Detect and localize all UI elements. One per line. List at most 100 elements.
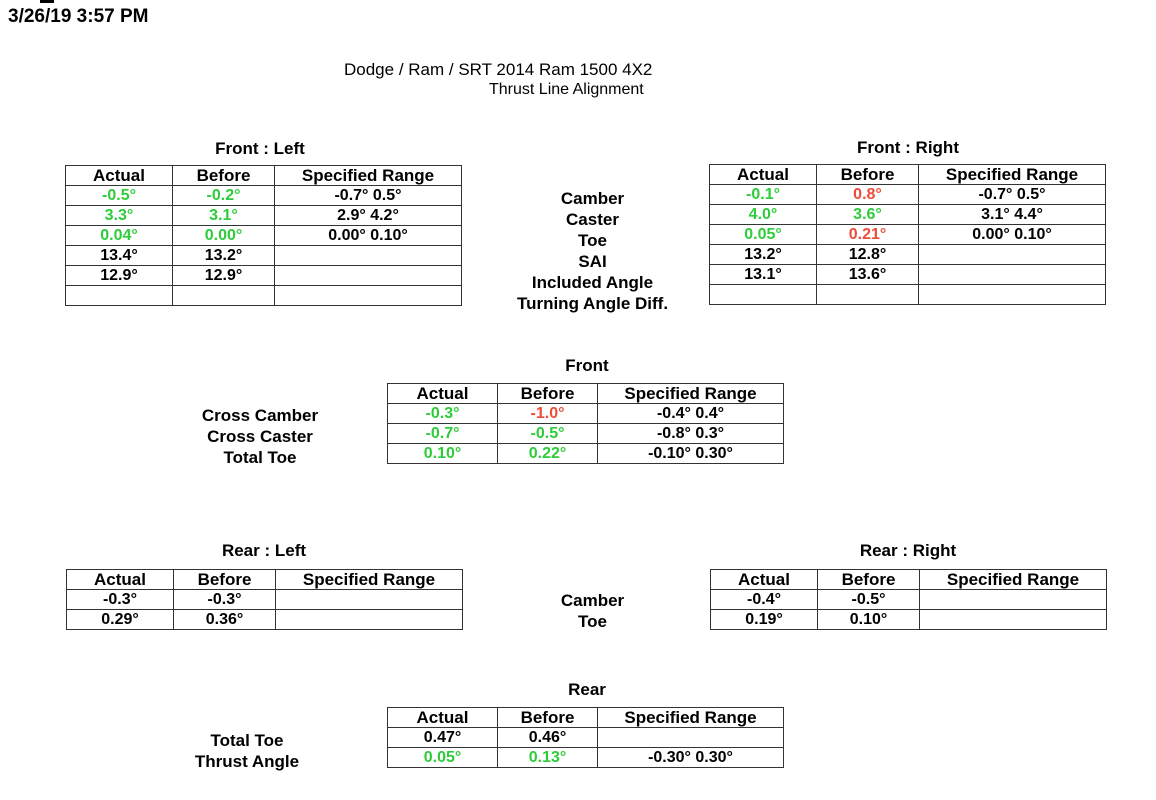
row-label-caster: Caster	[566, 210, 619, 229]
report-timestamp: 3/26/19 3:57 PM	[8, 6, 149, 27]
actual-cell: 0.04°	[65, 225, 173, 246]
row-label-total-toe: Total Toe	[223, 448, 297, 467]
table-row: 13.4°13.2°	[65, 245, 462, 266]
col-header-before: Before	[173, 569, 276, 590]
row-label-rear-camber: Camber	[560, 591, 625, 610]
table-row: 3.3°3.1°2.9° 4.2°	[65, 205, 462, 226]
before-cell: 0.00°	[172, 225, 275, 246]
col-header-before: Before	[817, 569, 920, 590]
spec-range-cell	[918, 244, 1106, 265]
rear-left-title: Rear : Left	[221, 541, 307, 560]
actual-cell: 0.05°	[709, 224, 817, 245]
spec-range-cell: 0.00° 0.10°	[274, 225, 462, 246]
spec-range-cell	[918, 284, 1106, 305]
before-cell: 13.2°	[172, 245, 275, 266]
before-cell: 0.13°	[497, 747, 598, 768]
row-label-turning-angle-diff: Turning Angle Diff.	[516, 294, 669, 313]
col-header-spec: Specified Range	[274, 165, 462, 186]
actual-cell: 0.47°	[387, 727, 498, 748]
actual-cell	[709, 284, 817, 305]
clipped-header-mark	[40, 0, 54, 3]
table-row: -0.3°-0.3°	[66, 589, 463, 610]
table-row: 0.04°0.00°0.00° 0.10°	[65, 225, 462, 246]
before-cell: 13.6°	[816, 264, 919, 285]
spec-range-cell	[919, 589, 1107, 610]
col-header-before: Before	[172, 165, 275, 186]
before-cell: 0.22°	[497, 443, 598, 464]
table-row: -0.7°-0.5°-0.8° 0.3°	[387, 423, 784, 444]
row-label-cross-caster: Cross Caster	[207, 427, 313, 446]
col-header-spec: Specified Range	[597, 707, 784, 728]
alignment-mode: Thrust Line Alignment	[489, 81, 644, 98]
col-header-actual: Actual	[709, 164, 817, 185]
row-label-thrust-angle: Thrust Angle	[194, 752, 300, 771]
table-row	[65, 285, 462, 306]
front-totals-title: Front	[565, 356, 609, 375]
spec-range-cell: -0.7° 0.5°	[918, 184, 1106, 205]
col-header-actual: Actual	[387, 383, 498, 404]
col-header-spec: Specified Range	[919, 569, 1107, 590]
table-row: 0.47°0.46°	[387, 727, 784, 748]
row-label-toe: Toe	[578, 231, 607, 250]
col-header-actual: Actual	[387, 707, 498, 728]
actual-cell: -0.1°	[709, 184, 817, 205]
row-label-included-angle: Included Angle	[531, 273, 654, 292]
before-cell: 0.21°	[816, 224, 919, 245]
before-cell: 0.46°	[497, 727, 598, 748]
spec-range-cell	[919, 609, 1107, 630]
table-row: 4.0°3.6°3.1° 4.4°	[709, 204, 1106, 225]
table-row: -0.5°-0.2°-0.7° 0.5°	[65, 185, 462, 206]
actual-cell	[65, 285, 173, 306]
table-row: 12.9°12.9°	[65, 265, 462, 286]
col-header-spec: Specified Range	[275, 569, 463, 590]
col-header-before: Before	[497, 383, 598, 404]
front-row-labels: Camber Caster Toe SAI Included Angle Tur…	[480, 188, 705, 314]
col-header-spec: Specified Range	[597, 383, 784, 404]
before-cell: 3.1°	[172, 205, 275, 226]
row-label-camber: Camber	[560, 189, 625, 208]
front-right-title: Front : Right	[857, 138, 959, 157]
actual-cell: 13.1°	[709, 264, 817, 285]
front-left-title: Front : Left	[215, 139, 305, 158]
spec-range-cell: 0.00° 0.10°	[918, 224, 1106, 245]
before-cell: 12.8°	[816, 244, 919, 265]
before-cell: 12.9°	[172, 265, 275, 286]
spec-range-cell	[918, 264, 1106, 285]
table-row: 0.29°0.36°	[66, 609, 463, 630]
col-header-before: Before	[497, 707, 598, 728]
spec-range-cell	[275, 589, 463, 610]
spec-range-cell	[274, 285, 462, 306]
before-cell: 0.8°	[816, 184, 919, 205]
table-row: -0.3°-1.0°-0.4° 0.4°	[387, 403, 784, 424]
before-cell: -0.3°	[173, 589, 276, 610]
actual-cell: 13.4°	[65, 245, 173, 266]
before-cell	[172, 285, 275, 306]
before-cell: 0.36°	[173, 609, 276, 630]
row-label-rear-toe: Toe	[578, 612, 607, 631]
vehicle-name: Dodge / Ram / SRT 2014 Ram 1500 4X2	[344, 60, 653, 79]
before-cell: -1.0°	[497, 403, 598, 424]
table-row: 0.19°0.10°	[710, 609, 1107, 630]
actual-cell: 13.2°	[709, 244, 817, 265]
col-header-actual: Actual	[65, 165, 173, 186]
actual-cell: 0.05°	[387, 747, 498, 768]
rear-totals-labels: Total Toe Thrust Angle	[147, 730, 347, 772]
before-cell	[816, 284, 919, 305]
table-row: -0.1°0.8°-0.7° 0.5°	[709, 184, 1106, 205]
spec-range-cell	[274, 245, 462, 266]
front-totals-labels: Cross Camber Cross Caster Total Toe	[160, 405, 360, 468]
rear-totals-title: Rear	[568, 680, 606, 699]
col-header-spec: Specified Range	[918, 164, 1106, 185]
table-row	[709, 284, 1106, 305]
